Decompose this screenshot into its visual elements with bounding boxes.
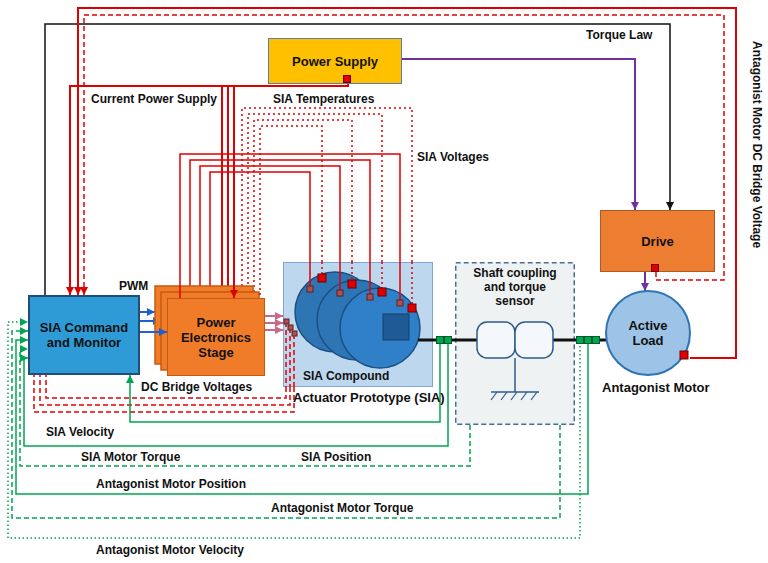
shaft-sensor-mark [437, 337, 444, 344]
signal-line [40, 375, 290, 405]
temperature-sensor [348, 280, 356, 288]
dc-bridge-tap [288, 325, 293, 330]
voltage-tap [367, 294, 373, 300]
pwm-wire [140, 311, 155, 313]
temperature-sensor [378, 288, 386, 296]
dc-bridge-tap [284, 319, 289, 324]
signal-label: SIA Position [300, 450, 372, 464]
controller-box: SIA Command and Monitor [28, 295, 140, 375]
voltage-wire [310, 262, 400, 300]
temperature-wire [322, 262, 412, 304]
signal-label: SIA Temperatures [272, 92, 375, 106]
node-title: Drive [641, 234, 674, 249]
coupling-half [515, 322, 553, 358]
node-title: Power Supply [292, 54, 378, 69]
voltage-tap [397, 300, 403, 306]
signal-label: Antagonist Motor DC Bridge Voltage [750, 40, 764, 249]
shaft-sensor-mark [577, 337, 584, 344]
signal-label: Torque Law [585, 28, 653, 42]
temperature-sensor [408, 304, 416, 312]
signal-line [140, 331, 167, 333]
voltage-tap [337, 290, 343, 296]
actuator-illustration [283, 262, 433, 387]
actuator-region: SIA CompoundActuator Prototype (SIA) [283, 262, 433, 407]
node-title: SIA Command and Monitor [36, 320, 132, 350]
signal-line [84, 15, 724, 295]
power-stage-box: Power Electronics Stage [167, 298, 265, 376]
dc-bridge-tap [292, 331, 297, 336]
signal-line [45, 24, 670, 295]
signal-label: PWM [118, 279, 149, 293]
signal-label: Antagonist Motor Torque [270, 501, 414, 515]
signal-line [644, 272, 646, 291]
shaft-sensor-mark [585, 337, 592, 344]
shaft-sensor-mark [445, 337, 452, 344]
supply-wire [222, 86, 234, 286]
motor-hub [383, 314, 409, 340]
temperature-sensor [318, 274, 326, 282]
shaft [418, 339, 433, 342]
drive-box: Drive [600, 210, 715, 272]
signal-line [402, 59, 635, 210]
power-supply-box: Power Supply [268, 38, 402, 84]
actuator-outline [284, 263, 433, 387]
signal-label: SIA Motor Torque [80, 450, 181, 464]
coupling-half [477, 322, 515, 358]
signal-line [265, 329, 283, 331]
node-heading: Actuator Prototype (SIA) [293, 390, 445, 405]
measure-point [651, 264, 659, 272]
voltage-tap [680, 351, 688, 359]
motor-outline [606, 291, 690, 375]
sensor-outline [456, 263, 575, 425]
node-title: SIA Compound [303, 369, 389, 383]
dc-bridge-wire [34, 375, 294, 412]
motor-disc [340, 288, 420, 368]
ground-hatch [491, 392, 537, 400]
measure-point [343, 75, 351, 83]
signal-label: Antagonist Motor Position [95, 477, 247, 491]
signal-label: DC Bridge Voltages [140, 380, 253, 394]
voltage-tap [307, 286, 313, 292]
node-heading: Antagonist Motor [602, 380, 710, 395]
node-title: Shaft coupling and torque sensor [455, 266, 575, 308]
signal-label: SIA Voltages [416, 150, 490, 164]
node-title: Active Load [606, 291, 690, 375]
signal-label: SIA Velocity [45, 425, 115, 439]
node-title: Power Electronics Stage [174, 315, 258, 360]
torque-sensor-region: Shaft coupling and torque sensor [455, 262, 575, 425]
shaft-sensor-mark [593, 337, 600, 344]
signal-label: Current Power Supply [90, 92, 218, 106]
antagonist-motor: Active LoadAntagonist Motor [600, 290, 715, 400]
ground-post [514, 358, 516, 392]
node-outline [283, 262, 433, 387]
signal-label: Antagonist Motor Velocity [95, 543, 245, 557]
ground-line [491, 391, 539, 393]
